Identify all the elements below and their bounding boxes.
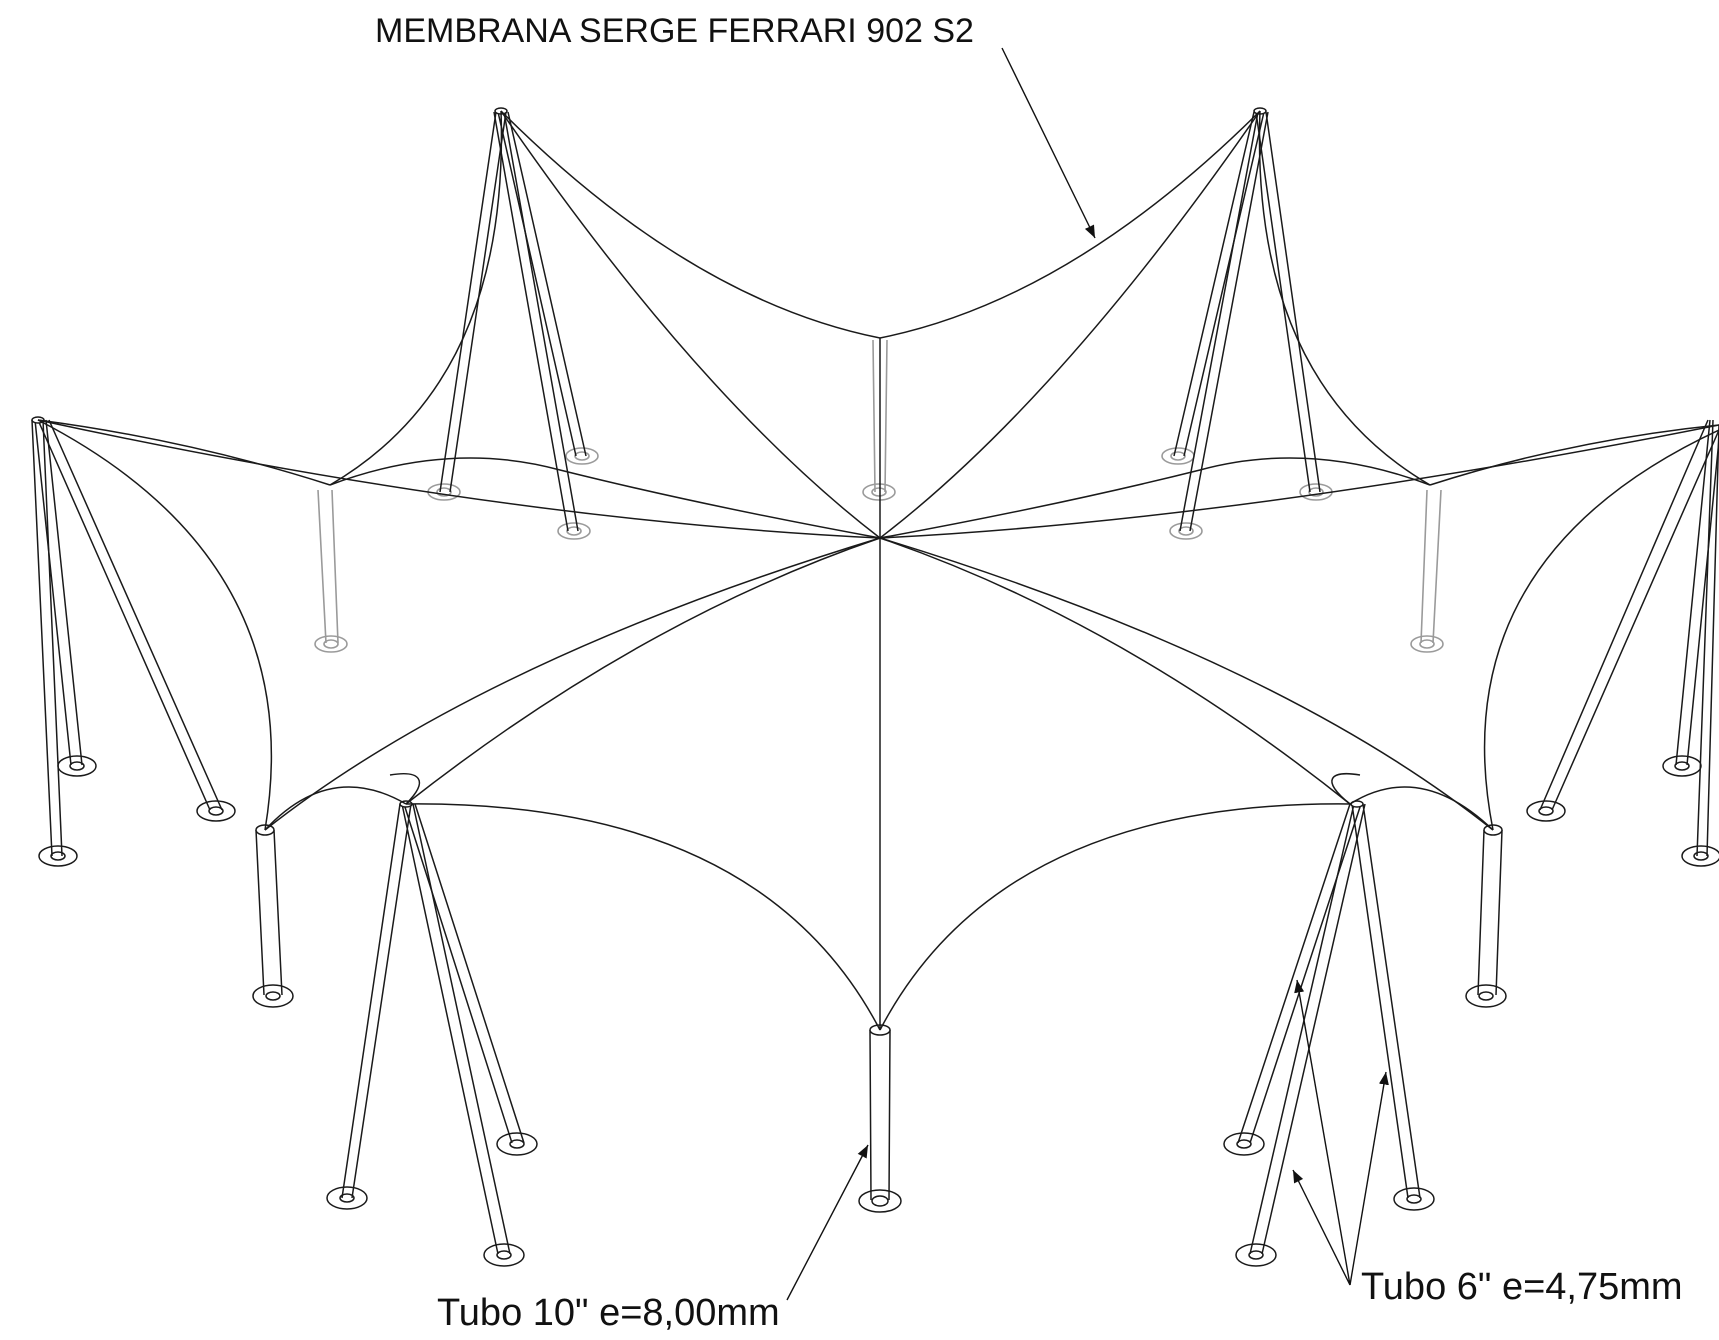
tube-10-label: Tubo 10" e=8,00mm [437,1292,780,1334]
tube6-leader-a [1292,1169,1351,1286]
membrane-leader [1001,47,1096,239]
membrane [37,110,1719,1031]
leader-lines [786,47,1389,1301]
tube-6-label: Tubo 6" e=4,75mm [1361,1266,1683,1308]
back-masts [314,339,1444,653]
vertical-masts [252,824,1507,1213]
tube10-leader [786,1144,869,1301]
tilted-masts [31,107,1719,1267]
membrane-label: MEMBRANA SERGE FERRARI 902 S2 [375,12,974,50]
tube6-leader-c [1349,1071,1389,1286]
tube6-leader-b [1294,979,1351,1286]
